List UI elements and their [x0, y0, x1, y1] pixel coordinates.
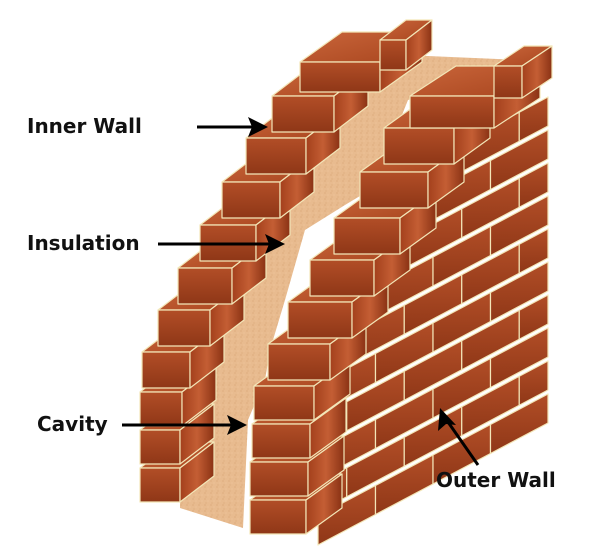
outer-wall-side-brick: [489, 327, 549, 389]
outer-wall-side-brick: [489, 261, 549, 323]
brick-side-face: [305, 473, 343, 535]
arrow-cavity: [122, 415, 247, 435]
brick-front-face: [267, 343, 331, 381]
brick-front-face: [245, 137, 307, 175]
brick-front-face: [249, 461, 309, 497]
brick-front-face: [177, 267, 233, 305]
outer-wall-side-brick: [518, 294, 549, 340]
brick-front-face: [309, 259, 375, 297]
brick-side-face: [307, 435, 345, 497]
outer-wall-side-brick: [518, 96, 549, 142]
label-cavity: Cavity: [37, 412, 108, 436]
brick: [493, 45, 553, 99]
brick-front-face: [249, 499, 307, 535]
arrowhead-icon: [227, 415, 247, 435]
brick-front-face: [333, 217, 401, 255]
brick-side-face: [521, 45, 553, 99]
brick-front-face: [253, 385, 315, 421]
arrow-inner-wall: [197, 117, 268, 137]
arrow-insulation: [158, 234, 285, 254]
outer-wall-side-brick: [518, 228, 549, 274]
brick-side-face: [309, 397, 347, 459]
brick-front-face: [271, 95, 335, 133]
arrowhead-icon: [438, 408, 456, 431]
outer-wall-side-brick: [518, 162, 549, 208]
label-outer-wall: Outer Wall: [436, 468, 556, 492]
arrow-outer-wall: [438, 408, 480, 466]
brick-front-face: [493, 65, 523, 99]
outer-wall-side-brick: [489, 129, 549, 191]
brick-front-face: [139, 429, 181, 465]
brick-front-face: [379, 39, 407, 71]
brick-front-face: [157, 309, 211, 347]
brick-front-face: [287, 301, 353, 339]
brick-side-face: [405, 19, 433, 71]
outer-wall-side-brick: [489, 393, 549, 455]
outer-wall-front: [249, 45, 553, 535]
brick-side-face: [179, 403, 215, 465]
label-insulation: Insulation: [27, 231, 140, 255]
brick-front-face: [299, 61, 381, 93]
brick-front-face: [221, 181, 281, 219]
brick-front-face: [359, 171, 429, 209]
brick-front-face: [141, 351, 191, 389]
arrowhead-icon: [265, 234, 285, 254]
outer-wall-side-brick: [489, 195, 549, 257]
brick: [379, 19, 433, 71]
brick-front-face: [139, 467, 181, 503]
outer-wall-side-brick: [518, 360, 549, 406]
label-inner-wall: Inner Wall: [27, 114, 142, 138]
brick-front-face: [139, 391, 183, 427]
brick-front-face: [383, 127, 455, 165]
arrowhead-icon: [248, 117, 268, 137]
brick-side-face: [179, 441, 215, 503]
brick-front-face: [409, 95, 495, 129]
brick-front-face: [251, 423, 311, 459]
